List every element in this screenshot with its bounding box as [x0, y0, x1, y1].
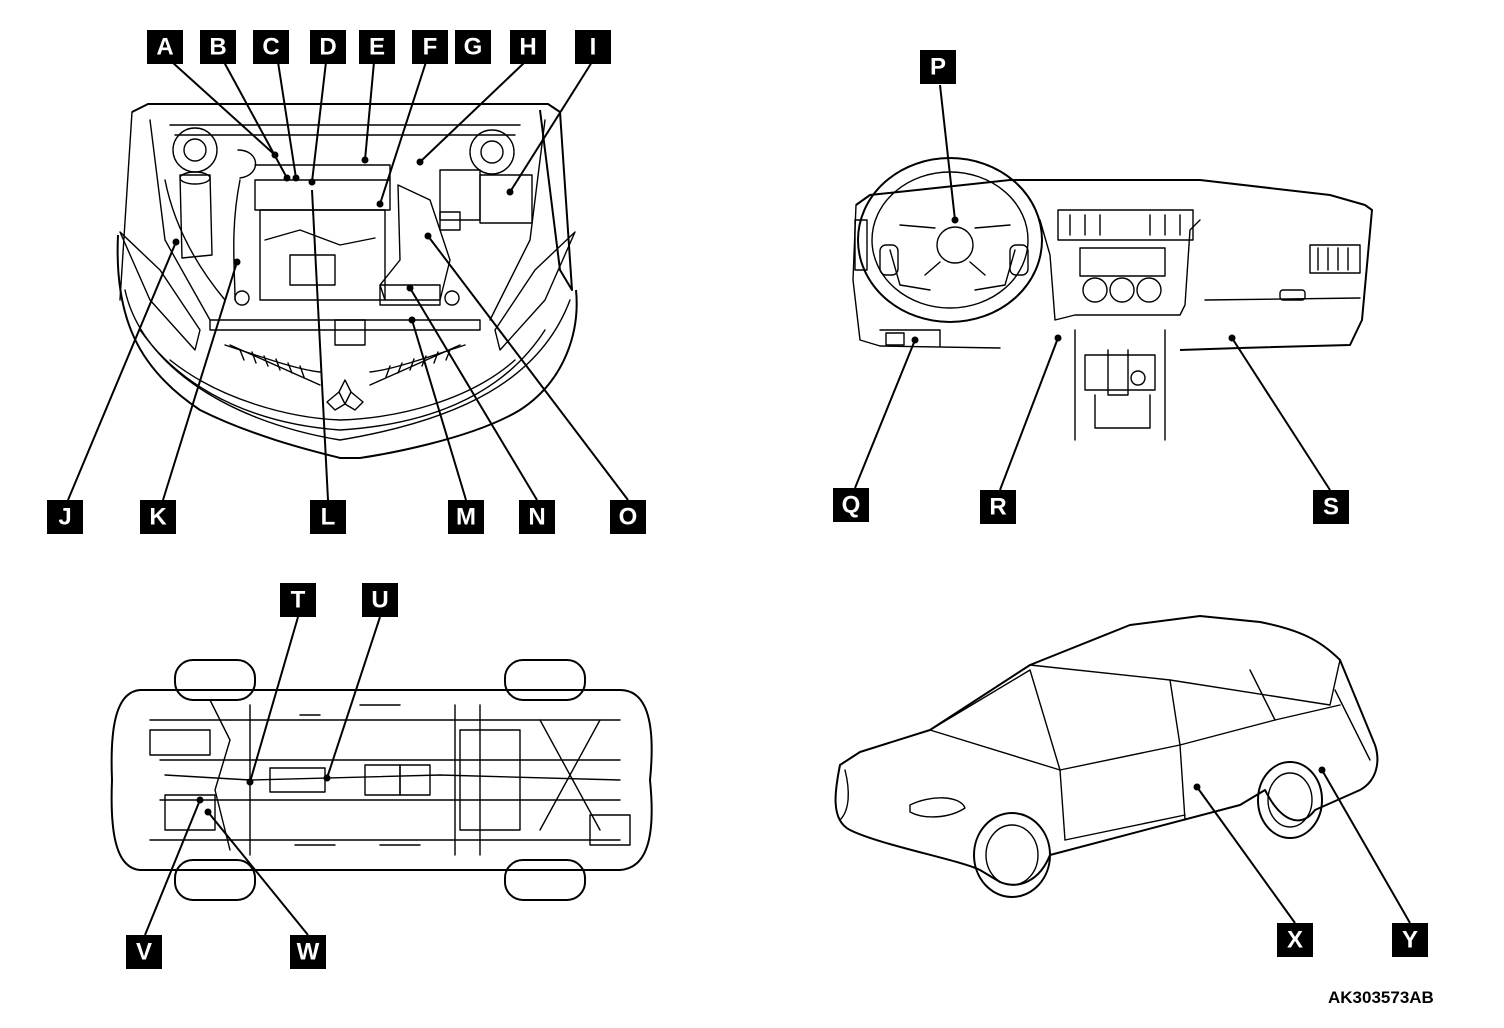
svg-text:Y: Y [1402, 927, 1418, 954]
callout-m: M [448, 500, 484, 534]
callout-q: Q [833, 488, 869, 522]
callout-l: L [310, 500, 346, 534]
callout-a: A [147, 30, 183, 64]
callout-g: G [455, 30, 491, 64]
svg-text:P: P [930, 54, 946, 81]
svg-text:M: M [456, 504, 476, 531]
svg-text:F: F [423, 34, 438, 61]
leader-dots [172, 151, 1326, 816]
svg-text:I: I [590, 34, 597, 61]
vehicle-underside-view [110, 659, 653, 901]
callout-n: N [519, 500, 555, 534]
svg-text:U: U [371, 587, 388, 614]
svg-text:B: B [209, 34, 226, 61]
svg-text:N: N [528, 504, 545, 531]
figure-code: AK303573AB [1328, 988, 1434, 1007]
callout-w: W [290, 935, 326, 969]
callout-b: B [200, 30, 236, 64]
svg-text:T: T [291, 587, 306, 614]
svg-text:G: G [464, 34, 483, 61]
callout-t: T [280, 583, 316, 617]
svg-text:D: D [319, 34, 336, 61]
callout-f: F [412, 30, 448, 64]
leader-lines [67, 61, 1411, 936]
callout-o: O [610, 500, 646, 534]
instrument-panel-view [852, 157, 1373, 441]
callout-s: S [1313, 490, 1349, 524]
callout-x: X [1277, 923, 1313, 957]
engine-compartment-view [116, 103, 578, 459]
callout-i: I [575, 30, 611, 64]
svg-text:E: E [369, 34, 385, 61]
callout-r: R [980, 490, 1016, 524]
svg-text:K: K [149, 504, 167, 531]
svg-text:H: H [519, 34, 536, 61]
callout-h: H [510, 30, 546, 64]
callout-e: E [359, 30, 395, 64]
callout-k: K [140, 500, 176, 534]
callout-j: J [47, 500, 83, 534]
svg-text:R: R [989, 494, 1006, 521]
callout-y: Y [1392, 923, 1428, 957]
svg-text:V: V [136, 939, 152, 966]
callout-p: P [920, 50, 956, 84]
svg-text:O: O [619, 504, 638, 531]
callout-u: U [362, 583, 398, 617]
callout-c: C [253, 30, 289, 64]
svg-text:L: L [321, 504, 336, 531]
svg-text:X: X [1287, 927, 1303, 954]
svg-text:W: W [297, 939, 320, 966]
callout-d: D [310, 30, 346, 64]
callout-v: V [126, 935, 162, 969]
svg-text:A: A [156, 34, 173, 61]
svg-text:S: S [1323, 494, 1339, 521]
svg-text:C: C [262, 34, 279, 61]
svg-text:J: J [58, 504, 71, 531]
vehicle-exterior-view [834, 615, 1379, 898]
svg-text:Q: Q [842, 492, 861, 519]
